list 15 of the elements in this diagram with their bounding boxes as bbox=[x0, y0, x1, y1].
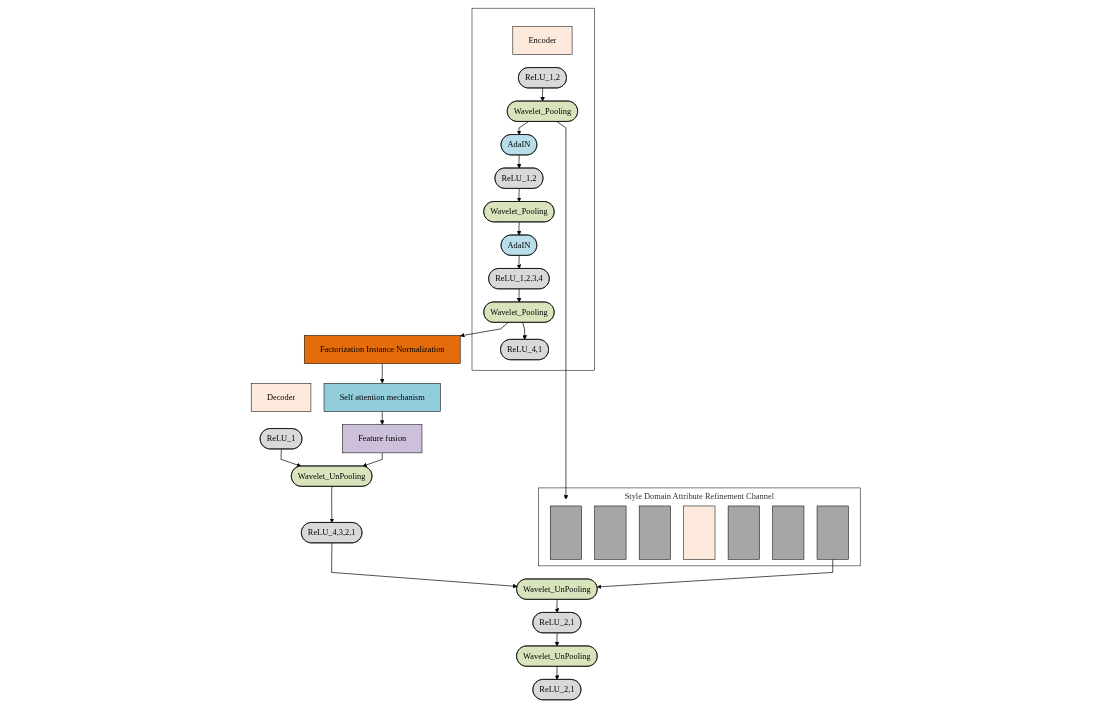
node-box: Encoder bbox=[512, 25, 573, 55]
node-box: Feature fusion bbox=[342, 424, 423, 454]
node-box: Decoder bbox=[250, 383, 311, 412]
node-bar bbox=[594, 505, 627, 560]
node-bar bbox=[638, 505, 671, 560]
node-bar bbox=[549, 505, 582, 560]
cluster bbox=[471, 7, 595, 371]
node-bar bbox=[772, 505, 804, 560]
node-box: Factorization Instance Normalization bbox=[303, 335, 461, 364]
node-bar bbox=[683, 505, 716, 560]
node-box: Self attention mechanism bbox=[323, 383, 441, 412]
node-label: Style Domain Attribute Refinement Channel bbox=[624, 491, 774, 501]
node-bar bbox=[727, 505, 760, 560]
cluster bbox=[538, 487, 861, 567]
node-bar bbox=[816, 505, 849, 560]
